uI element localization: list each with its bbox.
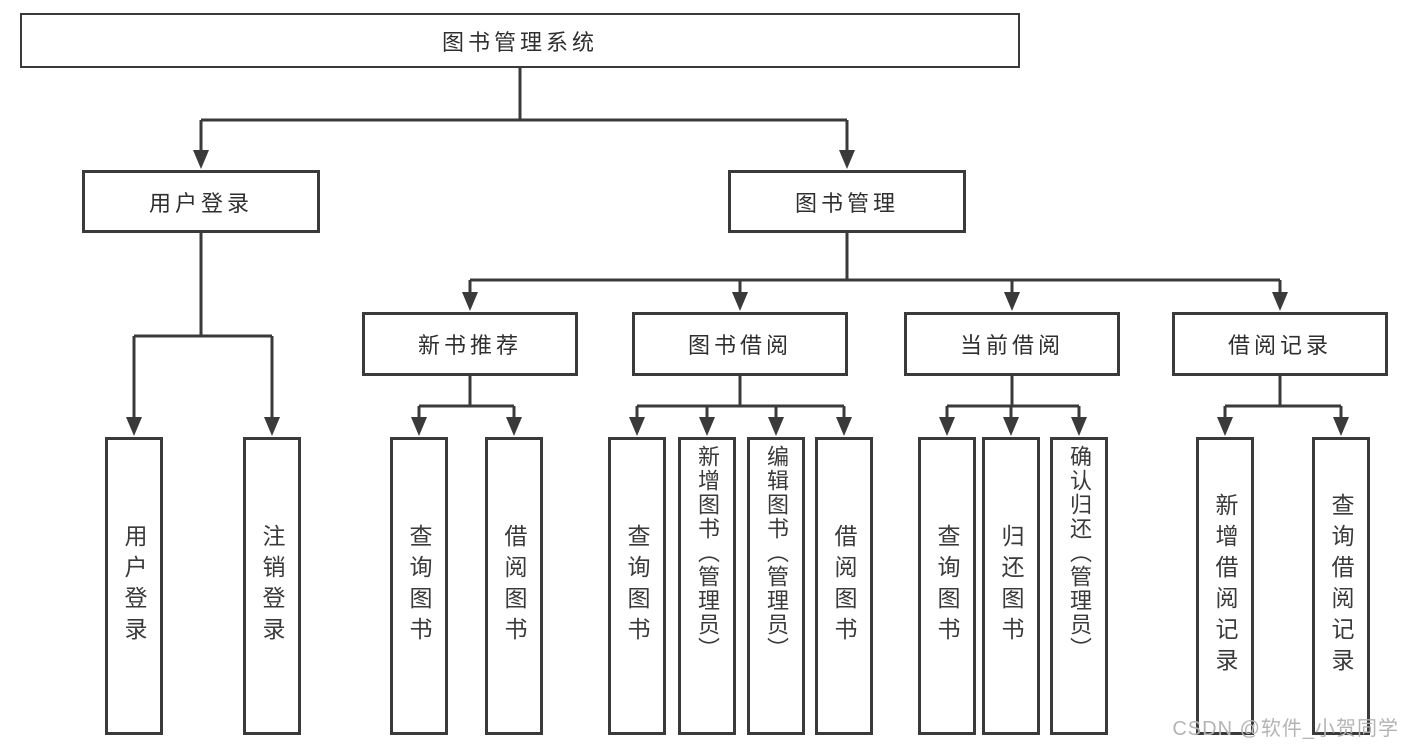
leaf-user-login: 用户登录	[105, 437, 163, 735]
node-borrowing-records-label: 借阅记录	[1227, 333, 1332, 358]
node-borrowing-records: 借阅记录	[1172, 312, 1388, 376]
leaf-label: 查询借阅记录	[1328, 493, 1354, 679]
leaf-add-borrow-record: 新增借阅记录	[1196, 437, 1254, 735]
leaf-label: 确认归还（管理员）	[1067, 445, 1092, 661]
node-new-book-recommend-label: 新书推荐	[417, 333, 522, 358]
leaf-label: 新增图书（管理员）	[695, 445, 720, 661]
leaf-label: 用户登录	[121, 524, 147, 648]
node-book-borrowing-label: 图书借阅	[687, 333, 792, 358]
leaf-query-books-current: 查询图书	[918, 437, 976, 735]
leaf-query-borrow-record: 查询借阅记录	[1312, 437, 1370, 735]
node-user-login: 用户登录	[82, 170, 320, 233]
leaf-return-books: 归还图书	[982, 437, 1040, 735]
leaf-confirm-return-admin: 确认归还（管理员）	[1050, 437, 1108, 735]
node-new-book-recommend: 新书推荐	[362, 312, 578, 376]
node-library-system-label: 图书管理系统	[441, 29, 598, 55]
node-book-management: 图书管理	[728, 170, 966, 233]
leaf-label: 归还图书	[998, 524, 1024, 648]
leaf-edit-book-admin: 编辑图书（管理员）	[747, 437, 805, 735]
leaf-logout: 注销登录	[243, 437, 301, 735]
leaf-query-books-borrowing: 查询图书	[608, 437, 666, 735]
leaf-label: 查询图书	[406, 524, 432, 648]
node-user-login-label: 用户登录	[148, 190, 253, 216]
node-current-borrowing-label: 当前借阅	[959, 333, 1064, 358]
leaf-label: 借阅图书	[831, 524, 857, 648]
leaf-borrow-books-borrowing: 借阅图书	[815, 437, 873, 735]
node-book-borrowing: 图书借阅	[632, 312, 848, 376]
leaf-borrow-books-recommend: 借阅图书	[485, 437, 543, 735]
node-current-borrowing: 当前借阅	[904, 312, 1120, 376]
node-book-management-label: 图书管理	[794, 190, 899, 216]
leaf-label: 借阅图书	[501, 524, 527, 648]
leaf-label: 编辑图书（管理员）	[764, 445, 789, 661]
leaf-label: 查询图书	[624, 524, 650, 648]
leaf-query-books-recommend: 查询图书	[390, 437, 448, 735]
leaf-label: 查询图书	[934, 524, 960, 648]
node-library-system: 图书管理系统	[20, 13, 1020, 68]
leaf-label: 新增借阅记录	[1212, 493, 1238, 679]
leaf-add-book-admin: 新增图书（管理员）	[678, 437, 736, 735]
csdn-watermark: CSDN @软件_小贺同学	[1172, 718, 1399, 740]
leaf-label: 注销登录	[259, 524, 285, 648]
